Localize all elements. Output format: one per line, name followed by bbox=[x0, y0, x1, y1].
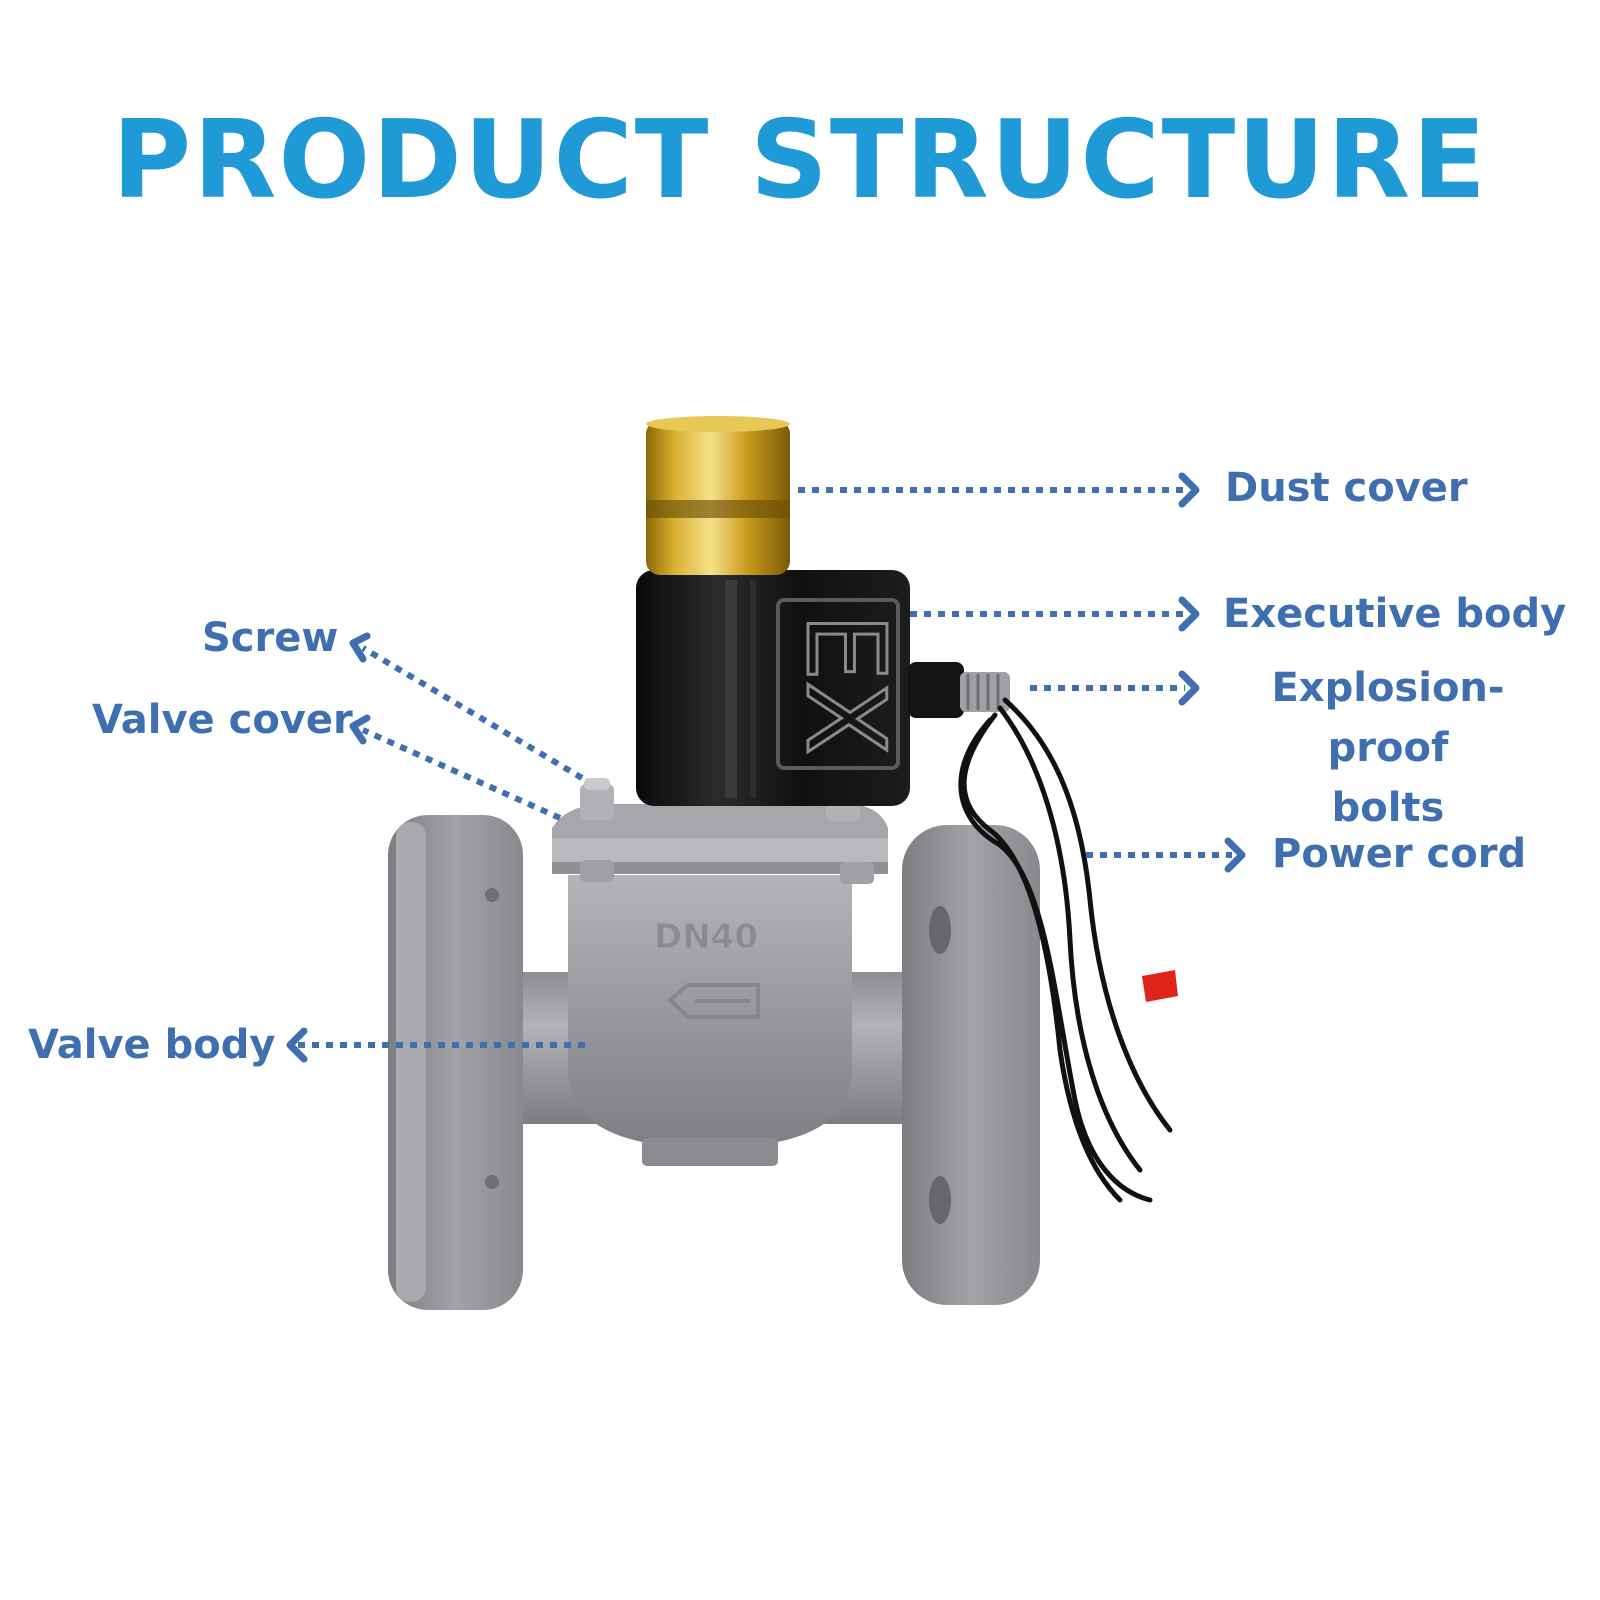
power-cord bbox=[958, 697, 1173, 1203]
label-power-cord: Power cord bbox=[1272, 831, 1527, 877]
ex-marking: EX bbox=[782, 613, 907, 755]
brass-dust-cover bbox=[646, 416, 790, 575]
page-title: PRODUCT STRUCTURE bbox=[112, 98, 1488, 223]
size-marking: DN40 bbox=[654, 917, 758, 957]
chevrons bbox=[286, 472, 1246, 1063]
chevron-right-icon bbox=[1178, 472, 1200, 508]
leader-valve-cover bbox=[361, 727, 562, 821]
right-flange bbox=[902, 825, 1040, 1305]
cord-tag bbox=[1142, 970, 1178, 1002]
valve-cover-part bbox=[552, 804, 888, 874]
chevron-right-icon bbox=[1178, 670, 1200, 706]
valve-illustration: DN40 EX bbox=[388, 416, 1178, 1310]
chevron-right-icon bbox=[1178, 596, 1200, 632]
leader-lines bbox=[288, 487, 1232, 1048]
left-flange bbox=[388, 815, 523, 1310]
valve-body-casting bbox=[568, 875, 852, 1148]
label-valve-cover: Valve cover bbox=[92, 697, 353, 743]
label-executive-body: Executive body bbox=[1223, 591, 1567, 637]
flow-arrow-icon bbox=[666, 983, 760, 1019]
chevron-left-icon bbox=[349, 632, 371, 663]
chevron-right-icon bbox=[1224, 837, 1246, 873]
label-dust-cover: Dust cover bbox=[1225, 465, 1468, 511]
label-explosion-proof-bolts: Explosion-proof bolts bbox=[1271, 665, 1505, 831]
label-valve-body: Valve body bbox=[28, 1022, 276, 1068]
label-screw: Screw bbox=[202, 615, 339, 661]
coil-housing: EX bbox=[636, 570, 910, 806]
leader-screw bbox=[361, 645, 584, 781]
chevron-left-icon bbox=[349, 714, 371, 745]
cable-gland bbox=[908, 662, 1010, 718]
chevron-left-icon bbox=[286, 1027, 308, 1063]
